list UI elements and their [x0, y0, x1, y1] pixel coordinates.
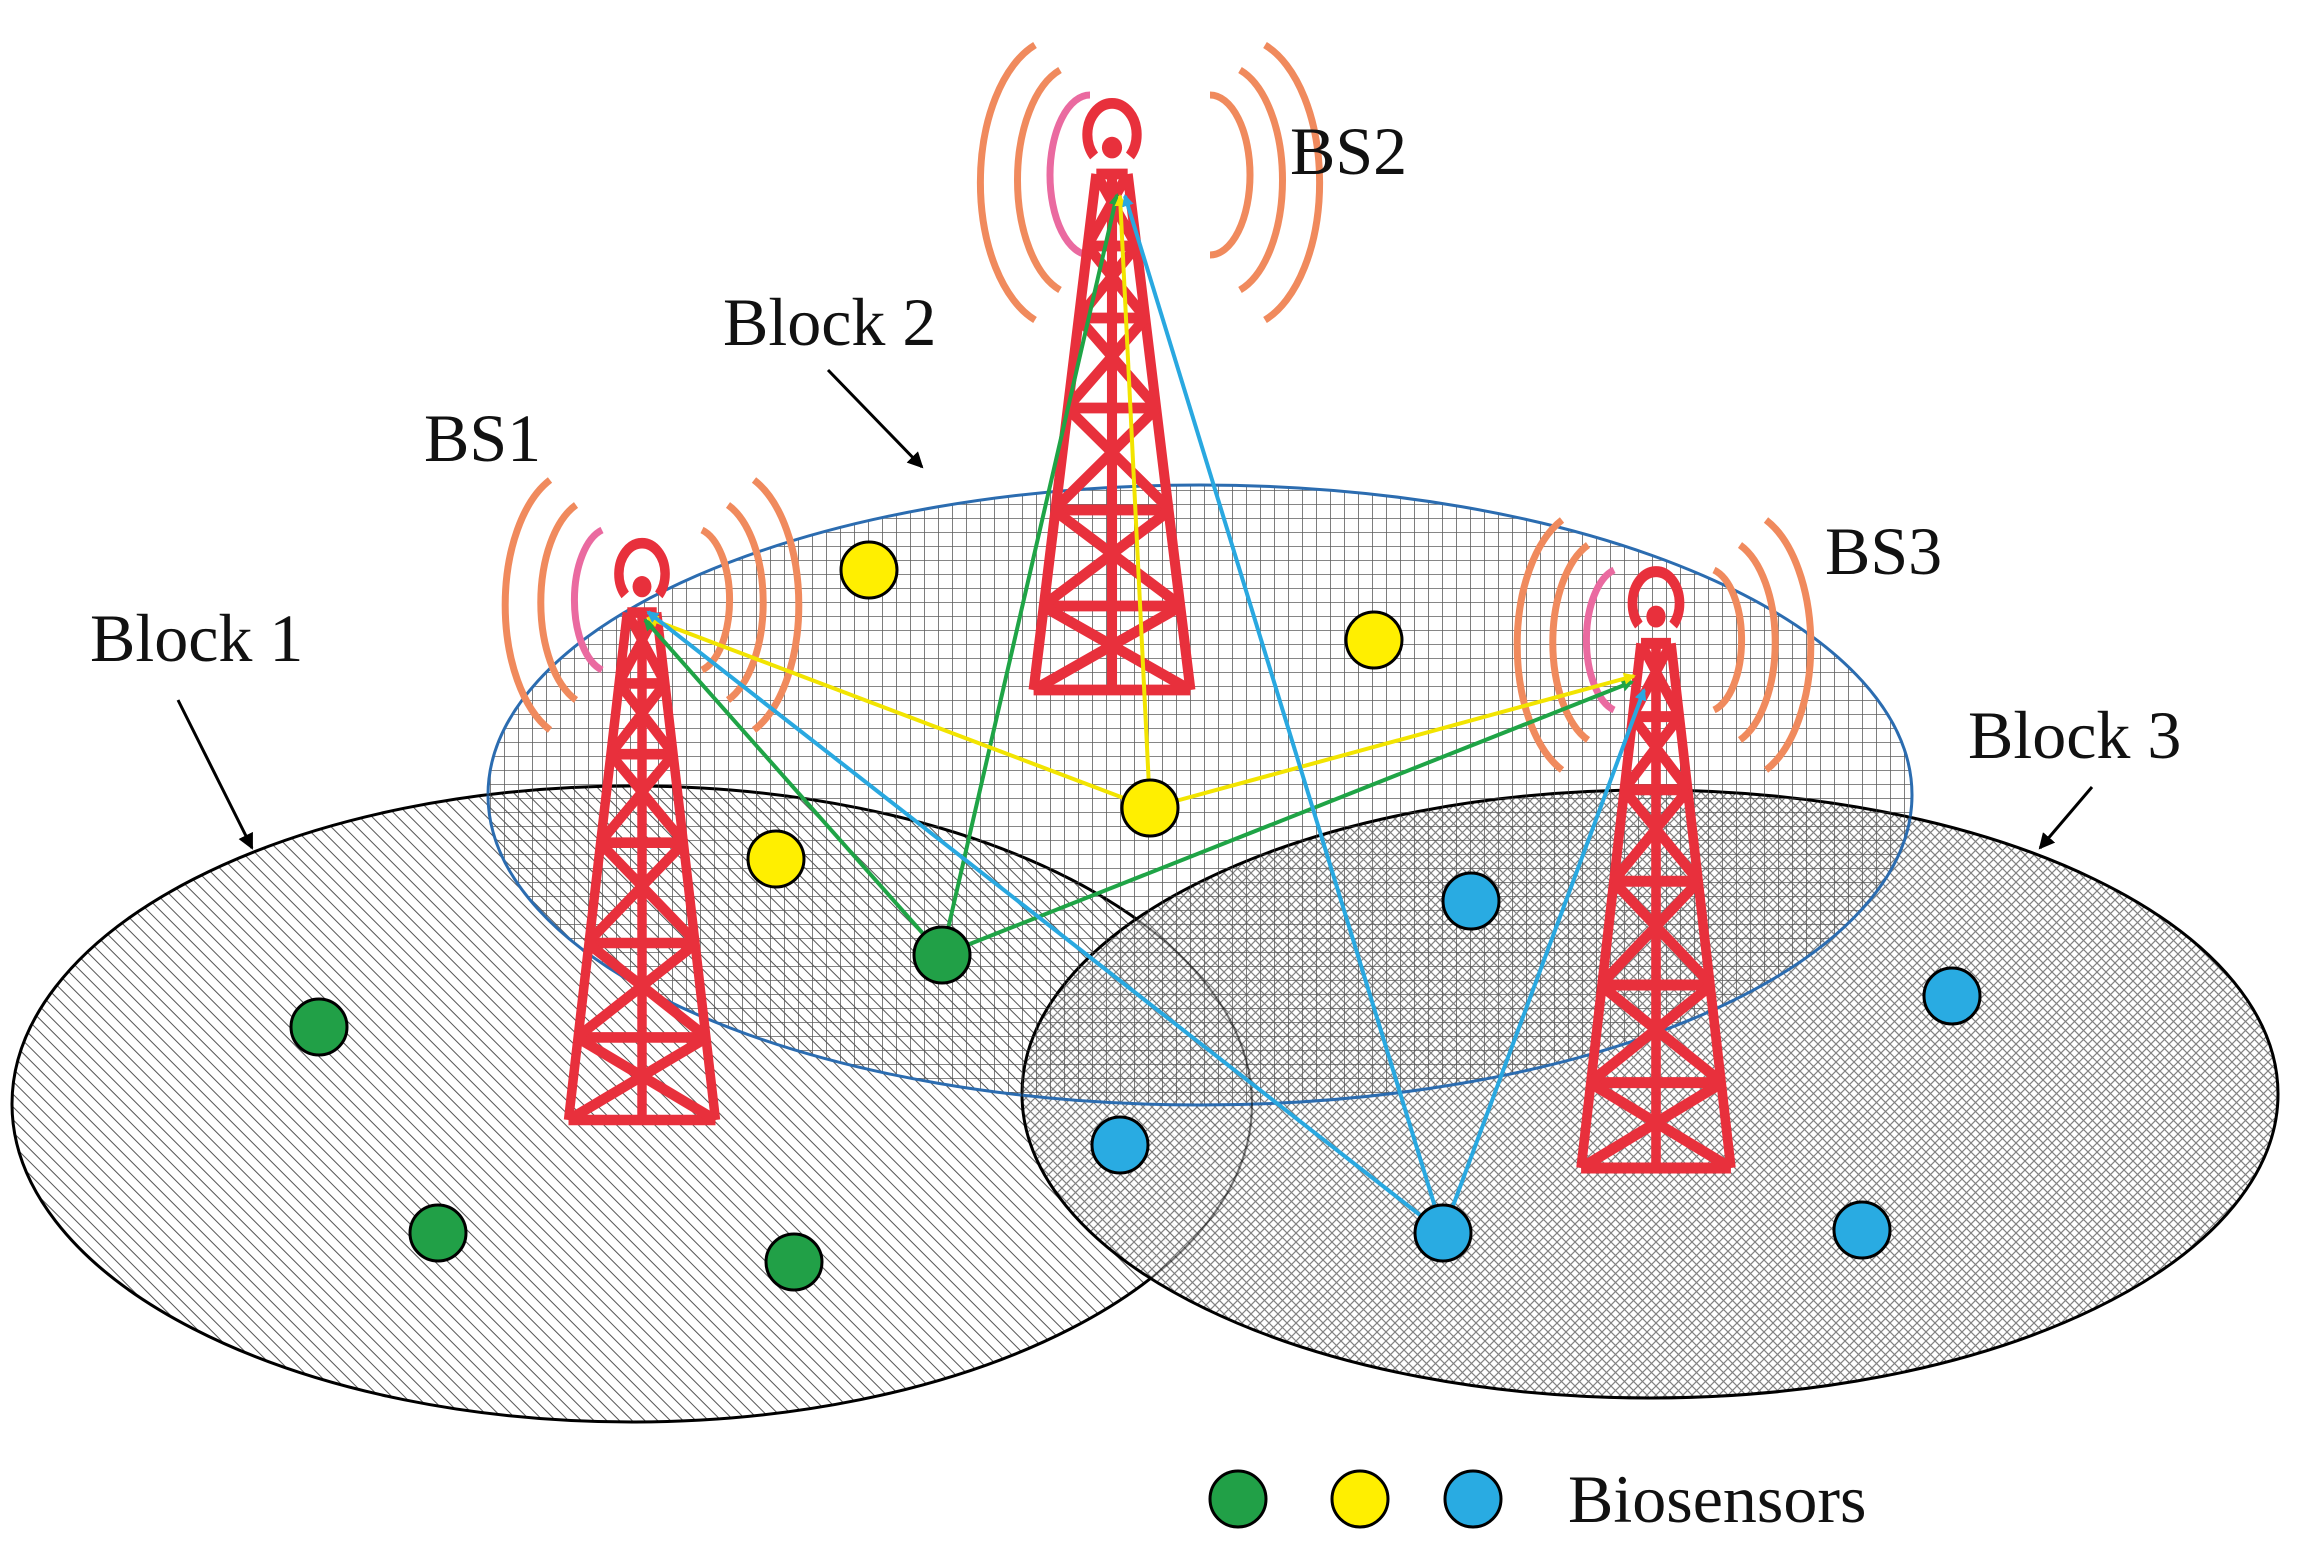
yellow-sensor [839, 540, 899, 600]
green-sensor [764, 1232, 824, 1292]
blue-sensors [1090, 871, 1982, 1263]
bs1-radio-waves [501, 477, 803, 733]
green-sensor [408, 1203, 468, 1263]
block1-label: Block 1 [90, 600, 303, 676]
legend-yellow-sensor [1330, 1469, 1390, 1529]
bs2-radio-waves [976, 42, 1324, 323]
yellow-sensors [746, 540, 1404, 889]
yellow-links [646, 194, 1636, 810]
yellow-sensor [746, 829, 806, 889]
block-pointers [176, 368, 2094, 850]
yellow-sensor [1344, 610, 1404, 670]
bs2-label: BS2 [1290, 113, 1407, 189]
bs3-label: BS3 [1825, 513, 1942, 589]
legend-green-sensor [1208, 1469, 1268, 1529]
yellow-sensor [1120, 778, 1180, 838]
legend-blue-sensor [1443, 1469, 1503, 1529]
blue-sensor [1413, 1203, 1473, 1263]
green-links [643, 193, 1634, 957]
block2-label: Block 2 [723, 284, 936, 360]
block2-pointer [826, 368, 924, 469]
blue-sensor [1441, 871, 1501, 931]
bs1-label: BS1 [424, 400, 541, 476]
bs3-radio-waves [1513, 517, 1815, 773]
blue-sensor [1090, 1115, 1150, 1175]
block3-label: Block 3 [1968, 697, 2181, 773]
blue-sensor [1922, 966, 1982, 1026]
green-sensors [289, 925, 972, 1292]
legend-label: Biosensors [1568, 1461, 1866, 1537]
blue-links [646, 194, 1647, 1235]
block1-pointer [176, 699, 254, 850]
bs2-tower-icon [1034, 103, 1191, 690]
green-sensor [289, 997, 349, 1057]
legend: Biosensors [1208, 1461, 1866, 1537]
block3-pointer [2038, 786, 2094, 850]
blue-sensor [1832, 1200, 1892, 1260]
green-sensor [912, 925, 972, 985]
